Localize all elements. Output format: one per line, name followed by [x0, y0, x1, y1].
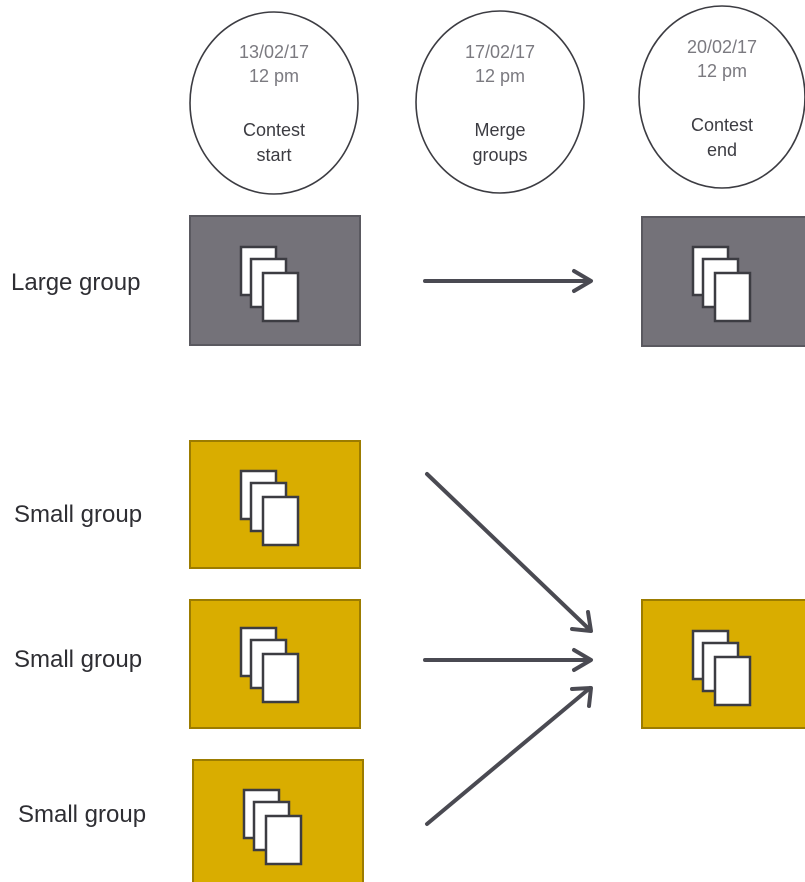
large-group-box-start: [189, 215, 361, 346]
arrow-merge-top-icon: [425, 472, 593, 633]
small-group-label-1: Small group: [14, 501, 142, 528]
large-group-box-end: [641, 216, 805, 347]
milestone-label-line1: Contest: [243, 120, 305, 140]
merged-group-box: [641, 599, 805, 729]
milestone-time: 12 pm: [697, 61, 747, 81]
milestone-circle: [415, 10, 585, 194]
small-group-box-2: [189, 599, 361, 729]
large-group-label: Large group: [11, 269, 140, 296]
milestone-date: 13/02/17: [239, 42, 309, 62]
milestone-label-line2: end: [707, 140, 737, 160]
small-group-box-1: [189, 440, 361, 569]
small-group-box-3: [192, 759, 364, 882]
arrow-merge-bottom-icon: [425, 686, 593, 826]
small-group-label-2: Small group: [14, 646, 142, 673]
milestone-time: 12 pm: [475, 66, 525, 86]
milestone-time: 12 pm: [249, 66, 299, 86]
milestone-circle: [638, 5, 805, 189]
milestone-contest-end: 20/02/17 12 pm Contest end: [638, 5, 805, 189]
milestone-label-line1: Contest: [691, 115, 753, 135]
arrow-merge-middle-icon: [423, 648, 593, 672]
arrow-right-icon: [423, 269, 593, 293]
milestone-contest-start: 13/02/17 12 pm Contest start: [189, 11, 359, 195]
milestone-merge-groups: 17/02/17 12 pm Merge groups: [415, 10, 585, 194]
small-group-label-3: Small group: [18, 801, 146, 828]
milestone-date: 17/02/17: [465, 42, 535, 62]
milestone-label-line2: groups: [472, 145, 527, 165]
milestone-label-line1: Merge: [474, 120, 525, 140]
milestone-date: 20/02/17: [687, 37, 757, 57]
milestone-label-line2: start: [256, 145, 291, 165]
milestone-circle: [189, 11, 359, 195]
